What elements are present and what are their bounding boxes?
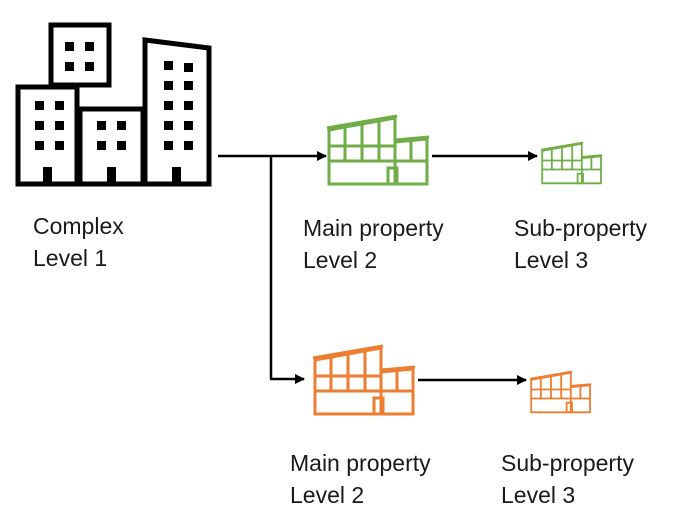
connectors <box>218 151 538 385</box>
sub-property-top-label: Sub-property Level 3 <box>514 212 647 276</box>
main-property-top-level: Level 2 <box>303 247 378 273</box>
sub-property-bottom-level: Level 3 <box>501 482 576 508</box>
sub-property-bottom-label: Sub-property Level 3 <box>501 447 634 511</box>
main-property-top-name: Main property <box>303 215 444 241</box>
sub-property-bottom-icon <box>528 370 593 414</box>
sub-property-bottom-name: Sub-property <box>501 450 634 476</box>
complex-name: Complex <box>33 213 124 239</box>
main-property-bottom-label: Main property Level 2 <box>290 447 431 511</box>
complex-label: Complex Level 1 <box>33 210 124 274</box>
complex-level: Level 1 <box>33 245 108 271</box>
main-property-top-icon <box>325 114 431 186</box>
main-property-bottom-icon <box>311 344 417 416</box>
sub-property-top-name: Sub-property <box>514 215 647 241</box>
office-buildings-icon <box>15 22 212 187</box>
main-property-bottom-level: Level 2 <box>290 482 365 508</box>
main-property-bottom-name: Main property <box>290 450 431 476</box>
sub-property-top-icon <box>539 141 604 185</box>
sub-property-top-level: Level 3 <box>514 247 589 273</box>
main-property-top-label: Main property Level 2 <box>303 212 444 276</box>
